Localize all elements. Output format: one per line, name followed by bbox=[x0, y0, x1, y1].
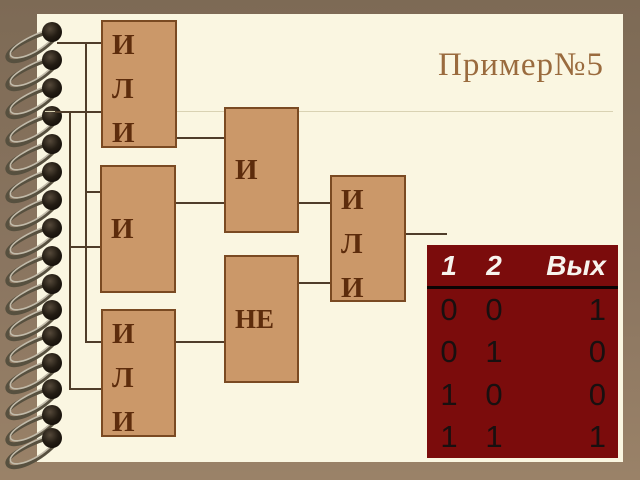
gate-and-2[interactable]: И bbox=[224, 107, 299, 233]
gate-or-1[interactable]: И Л И bbox=[101, 20, 177, 149]
gate-or-2-label: И Л И bbox=[112, 318, 135, 438]
wire-or2-in2 bbox=[69, 388, 102, 390]
truth-table-header-2: 2 bbox=[471, 245, 517, 289]
gate-or-2[interactable]: И Л И bbox=[101, 309, 176, 438]
wire-or3-out bbox=[405, 233, 447, 235]
gate-and-1[interactable]: И bbox=[100, 165, 176, 293]
wire-or2-out bbox=[175, 341, 225, 343]
wire-not1-out bbox=[298, 282, 331, 284]
truth-table-header-out: Вых bbox=[517, 245, 618, 289]
truth-table-cell: 0 bbox=[485, 292, 503, 328]
gate-or-3[interactable]: И Л И bbox=[330, 175, 406, 304]
page-title: Пример№5 bbox=[437, 47, 604, 83]
wire-and1-out bbox=[175, 202, 225, 204]
wire-input1 bbox=[57, 42, 101, 44]
truth-table-cell: 0 bbox=[440, 292, 458, 328]
gate-and-2-label: И bbox=[235, 153, 258, 186]
wire-and1-in2 bbox=[69, 246, 101, 248]
title-divider bbox=[45, 111, 613, 112]
gate-or-1-label: И Л И bbox=[112, 29, 135, 149]
truth-table: 1 2 Вых 0 0 1 0 1 0 1 0 0 1 1 1 bbox=[427, 245, 618, 458]
truth-table-header-1: 1 bbox=[427, 245, 471, 289]
wire-and1-in1 bbox=[85, 191, 101, 193]
truth-table-cell: 0 bbox=[588, 334, 606, 370]
wire-rail-input2 bbox=[69, 111, 71, 388]
truth-table-cell: 0 bbox=[485, 376, 503, 412]
wire-input2 bbox=[55, 111, 101, 113]
spiral-binding-icon bbox=[5, 20, 64, 470]
gate-not-1[interactable]: НЕ bbox=[224, 255, 299, 383]
gate-or-3-label: И Л И bbox=[341, 184, 364, 304]
truth-table-cell: 1 bbox=[440, 418, 458, 454]
truth-table-cell: 1 bbox=[485, 418, 503, 454]
gate-not-1-label: НЕ bbox=[235, 303, 275, 334]
truth-table-cell: 1 bbox=[485, 334, 503, 370]
truth-table-cell: 0 bbox=[588, 376, 606, 412]
truth-table-cell: 1 bbox=[440, 376, 458, 412]
wire-or2-in1 bbox=[85, 341, 102, 343]
truth-table-cell: 0 bbox=[440, 334, 458, 370]
truth-table-cell: 1 bbox=[588, 292, 606, 328]
wire-and2-out bbox=[298, 202, 331, 204]
gate-and-1-label: И bbox=[111, 212, 134, 245]
truth-table-cell: 1 bbox=[588, 418, 606, 454]
wire-or1-out bbox=[177, 137, 225, 139]
